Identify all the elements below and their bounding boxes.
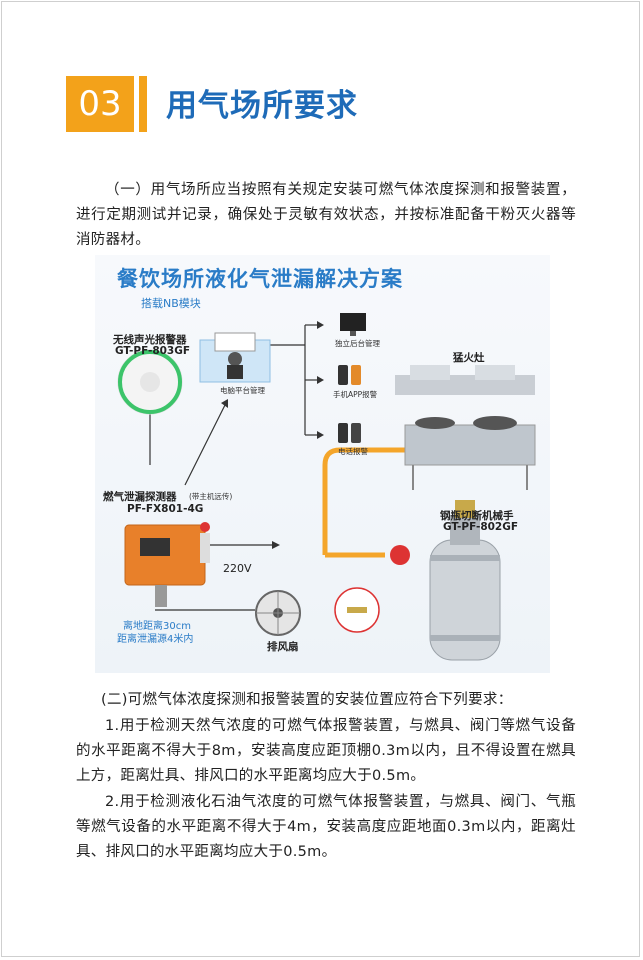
app-label: 手机APP报警: [333, 390, 378, 399]
phone-call-icon: [338, 423, 361, 443]
stove-label: 猛火灶: [453, 352, 485, 364]
diagram-title: 餐饮场所液化气泄漏解决方案: [117, 267, 403, 291]
gas-detector-icon: [124, 522, 210, 607]
platform-label: 电脑平台管理: [220, 386, 265, 395]
alarm-model: GT-PF-803GF: [115, 345, 191, 357]
backend-monitor-icon: [340, 313, 366, 336]
phone-label: 电话报警: [338, 447, 368, 456]
paragraph-3: 1.用于检测天然气浓度的可燃气体报警装置，与燃具、阀门等燃气设备的水平距离不得大…: [76, 718, 576, 784]
install-note-height: 离地距离30cm: [123, 621, 191, 632]
section-accent-bar: [139, 76, 147, 132]
solution-diagram: 餐饮场所液化气泄漏解决方案 搭载NB模块 无线声光报警器 GT-PF-803GF…: [95, 255, 550, 673]
paragraph-2: (二)可燃气体浓度探测和报警装置的安装位置应符合下列要求：: [101, 692, 513, 708]
paragraph-4: 2.用于检测液化石油气浓度的可燃气体报警装置，与燃具、阀门、气瓶等燃气设备的水平…: [76, 794, 576, 860]
section-title: 用气场所要求: [166, 88, 358, 124]
exhaust-fan-icon: [255, 590, 301, 636]
phone-app-icon: [338, 365, 361, 385]
computer-platform-icon: [199, 332, 271, 383]
paragraph-1: （一）用气场所应当按照有关规定安装可燃气体浓度探测和报警装置，进行定期测试并记录…: [76, 182, 576, 248]
gas-pipe: [322, 447, 443, 555]
valve-name: 钢瓶切断机械手: [440, 510, 514, 522]
valve-detail-icon: [334, 587, 380, 633]
gas-cylinder-icon: [390, 500, 501, 661]
detector-note: (带主机远传): [189, 492, 233, 501]
sound-light-alarm-icon: [117, 349, 183, 415]
detector-name: 燃气泄漏探测器: [103, 491, 177, 503]
diagram-graphics: [117, 313, 536, 661]
fan-label: 排风扇: [267, 641, 299, 653]
backend-label: 独立后台管理: [335, 339, 380, 348]
diagram-subtitle: 搭载NB模块: [141, 297, 201, 310]
valve-model: GT-PF-802GF: [443, 521, 519, 533]
alarm-name: 无线声光报警器: [113, 334, 187, 346]
stove-icon: [395, 365, 536, 490]
section-number: 03: [66, 76, 134, 132]
voltage-label: 220V: [223, 562, 252, 575]
detector-model: PF-FX801-4G: [127, 503, 204, 515]
install-note-distance: 距离泄漏源4米内: [117, 634, 194, 645]
